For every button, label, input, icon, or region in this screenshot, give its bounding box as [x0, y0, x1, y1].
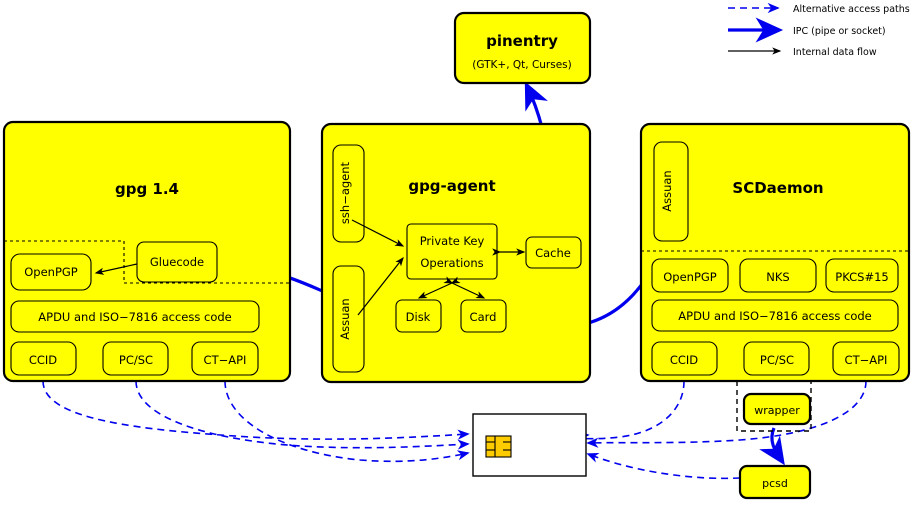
scdaemon-title: SCDaemon — [732, 179, 823, 197]
flow-assuan-to-privatekey — [357, 256, 404, 316]
scdaemon-app-pkcs15[interactable]: PKCS#15 — [825, 258, 899, 293]
legend: Alternative access paths IPC (pipe or so… — [728, 2, 910, 58]
gpgagent-assuan-label: Assuan — [338, 298, 352, 339]
gpgagent-box[interactable]: gpg-agent ssh−agent Assuan Private Key O… — [320, 122, 592, 384]
gpg-driver-ctapi[interactable]: CT−API — [191, 341, 259, 376]
gpgagent-ssh-agent-label: ssh−agent — [338, 161, 352, 224]
scdaemon-driver-pcsc[interactable]: PC/SC — [743, 341, 810, 376]
scdaemon-app-nks-label: NKS — [766, 270, 789, 284]
wrapper-label: wrapper — [754, 404, 800, 417]
gpgagent-ssh-agent-box[interactable]: ssh−agent — [332, 144, 365, 243]
gpg-driver-ctapi-label: CT−API — [204, 353, 247, 367]
gpg-apdu-label: APDU and ISO−7816 access code — [38, 310, 231, 324]
scdaemon-assuan-label: Assuan — [660, 170, 674, 211]
gpgagent-private-key-line1: Private Key — [420, 234, 485, 248]
pcsd-label: pcsd — [762, 477, 788, 490]
scdaemon-driver-ccid[interactable]: CCID — [651, 341, 718, 376]
pinentry-subtitle: (GTK+, Qt, Curses) — [472, 59, 572, 71]
pinentry-box[interactable]: pinentry (GTK+, Qt, Curses) — [453, 11, 592, 85]
scdaemon-driver-pcsc-label: PC/SC — [760, 353, 794, 367]
pcsd-box[interactable]: pcsd — [738, 464, 812, 500]
scdaemon-assuan-box[interactable]: Assuan — [653, 141, 689, 242]
scdaemon-app-pkcs15-label: PKCS#15 — [835, 270, 888, 284]
gpg-driver-ccid[interactable]: CCID — [10, 341, 77, 376]
gpg-driver-pcsc[interactable]: PC/SC — [102, 341, 169, 376]
gpg-openpgp-label: OpenPGP — [24, 265, 78, 279]
gpg-openpgp-box[interactable]: OpenPGP — [10, 253, 92, 291]
flow-gluecode-to-openpgp — [94, 263, 138, 275]
legend-label-alt: Alternative access paths — [793, 4, 910, 15]
pinentry-title: pinentry — [486, 32, 558, 50]
smartcard[interactable] — [472, 413, 587, 477]
gpg-driver-pcsc-label: PC/SC — [119, 353, 153, 367]
gpgagent-title: gpg-agent — [408, 177, 495, 195]
alt-path-scd-ctapi-to-card — [586, 380, 867, 448]
legend-label-flow: Internal data flow — [793, 47, 877, 58]
legend-label-ipc: IPC (pipe or socket) — [793, 26, 886, 37]
scdaemon-apdu-label: APDU and ISO−7816 access code — [678, 309, 871, 323]
gpgagent-disk-box[interactable]: Disk — [395, 299, 442, 333]
gpgagent-assuan-box[interactable]: Assuan — [332, 265, 365, 373]
gpg-driver-ccid-label: CCID — [29, 353, 57, 367]
scdaemon-driver-ctapi[interactable]: CT−API — [832, 341, 900, 376]
gpg-dotted-region — [4, 240, 290, 284]
legend-item-ipc: IPC (pipe or socket) — [728, 17, 886, 43]
alt-path-gpg-ctapi-to-card — [224, 380, 470, 463]
legend-item-internal-data-flow: Internal data flow — [728, 47, 877, 58]
gpg-apdu-box[interactable]: APDU and ISO−7816 access code — [10, 300, 260, 333]
alt-path-gpg-ccid-to-card — [42, 380, 470, 440]
scdaemon-driver-ccid-label: CCID — [670, 353, 698, 367]
legend-item-alternative-access-paths: Alternative access paths — [728, 2, 910, 15]
gpgagent-card-box[interactable]: Card — [460, 299, 507, 333]
smartcard-chip-icon — [485, 435, 512, 458]
gpgagent-cache-box[interactable]: Cache — [525, 236, 582, 269]
gpg-box[interactable]: gpg 1.4 Gluecode OpenPGP APDU and ISO−78… — [2, 120, 292, 383]
wrapper-group[interactable]: wrapper — [736, 380, 812, 432]
gpg-gluecode-label: Gluecode — [150, 255, 204, 269]
scdaemon-driver-ctapi-label: CT−API — [845, 353, 888, 367]
gpgagent-private-key-ops-box[interactable]: Private Key Operations — [406, 223, 498, 280]
gpgagent-disk-label: Disk — [406, 310, 431, 324]
gpgagent-private-key-line2: Operations — [420, 256, 483, 270]
flow-ssh-to-privatekey — [351, 219, 405, 247]
scdaemon-app-openpgp-label: OpenPGP — [663, 270, 717, 284]
flow-privatekey-to-card — [443, 276, 486, 299]
gpgagent-card-label: Card — [470, 310, 497, 324]
scdaemon-apdu-box[interactable]: APDU and ISO−7816 access code — [651, 299, 899, 332]
gpg-title: gpg 1.4 — [115, 180, 179, 198]
scdaemon-app-openpgp[interactable]: OpenPGP — [651, 258, 729, 293]
scdaemon-app-nks[interactable]: NKS — [739, 258, 817, 293]
gpgagent-cache-label: Cache — [535, 246, 571, 260]
gpg-gluecode-box[interactable]: Gluecode — [136, 241, 218, 283]
alt-path-pcsd-to-card — [586, 452, 741, 480]
scdaemon-box[interactable]: SCDaemon Assuan OpenPGP NKS PKCS#15 APDU — [639, 122, 911, 383]
